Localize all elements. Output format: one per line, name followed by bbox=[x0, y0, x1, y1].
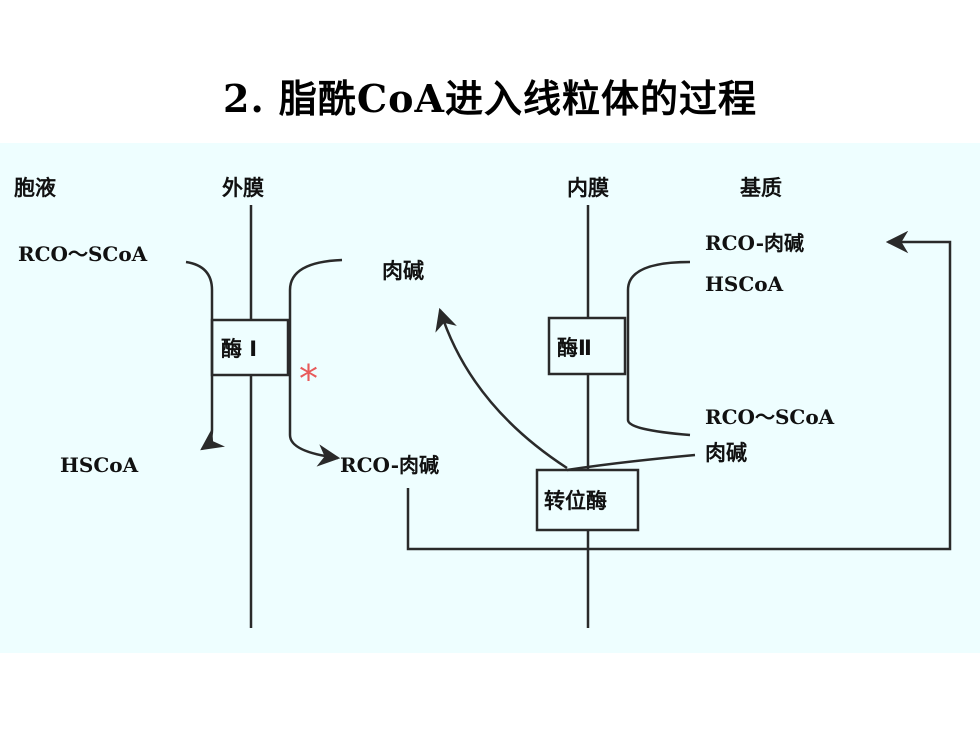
label-ims-carnitine: 肉碱 bbox=[382, 259, 424, 283]
translocase-carnitine-line bbox=[566, 453, 696, 472]
region-outer-membrane: 外膜 bbox=[222, 176, 264, 200]
label-matrix-acylcarnitine: RCO-肉碱 bbox=[705, 231, 804, 255]
cyto-reaction-arrow bbox=[185, 260, 226, 451]
label-matrix-acylcoa: RCO～SCoA bbox=[705, 405, 835, 429]
region-inner-membrane: 内膜 bbox=[567, 176, 609, 200]
enzyme2-label: 酶Ⅱ bbox=[557, 336, 592, 360]
region-matrix: 基质 bbox=[740, 176, 782, 200]
label-cyto-hscoa: HSCoA bbox=[60, 453, 139, 477]
page-title: 2. 脂酰CoA进入线粒体的过程 bbox=[223, 76, 757, 121]
ims-reaction-arrow bbox=[288, 258, 343, 467]
label-ims-acylcarnitine: RCO-肉碱 bbox=[340, 453, 439, 477]
label-cyto-acylcoa: RCO～SCoA bbox=[18, 242, 148, 266]
label-matrix-carnitine: 肉碱 bbox=[705, 441, 747, 465]
diagram-panel bbox=[0, 143, 980, 653]
label-matrix-hscoa: HSCoA bbox=[705, 272, 784, 296]
acylcarnitine-transport-arrow bbox=[406, 230, 952, 551]
enzyme1-label: 酶 I bbox=[221, 337, 257, 361]
red-asterisk-marker: * bbox=[299, 357, 318, 401]
enzyme2-box bbox=[547, 316, 627, 376]
translocase-label: 转位酶 bbox=[544, 489, 607, 513]
region-cytosol: 胞液 bbox=[14, 176, 56, 200]
carnitine-return-arrow bbox=[435, 307, 568, 470]
matrix-reaction-line bbox=[626, 260, 691, 437]
translocase-box bbox=[535, 468, 640, 532]
